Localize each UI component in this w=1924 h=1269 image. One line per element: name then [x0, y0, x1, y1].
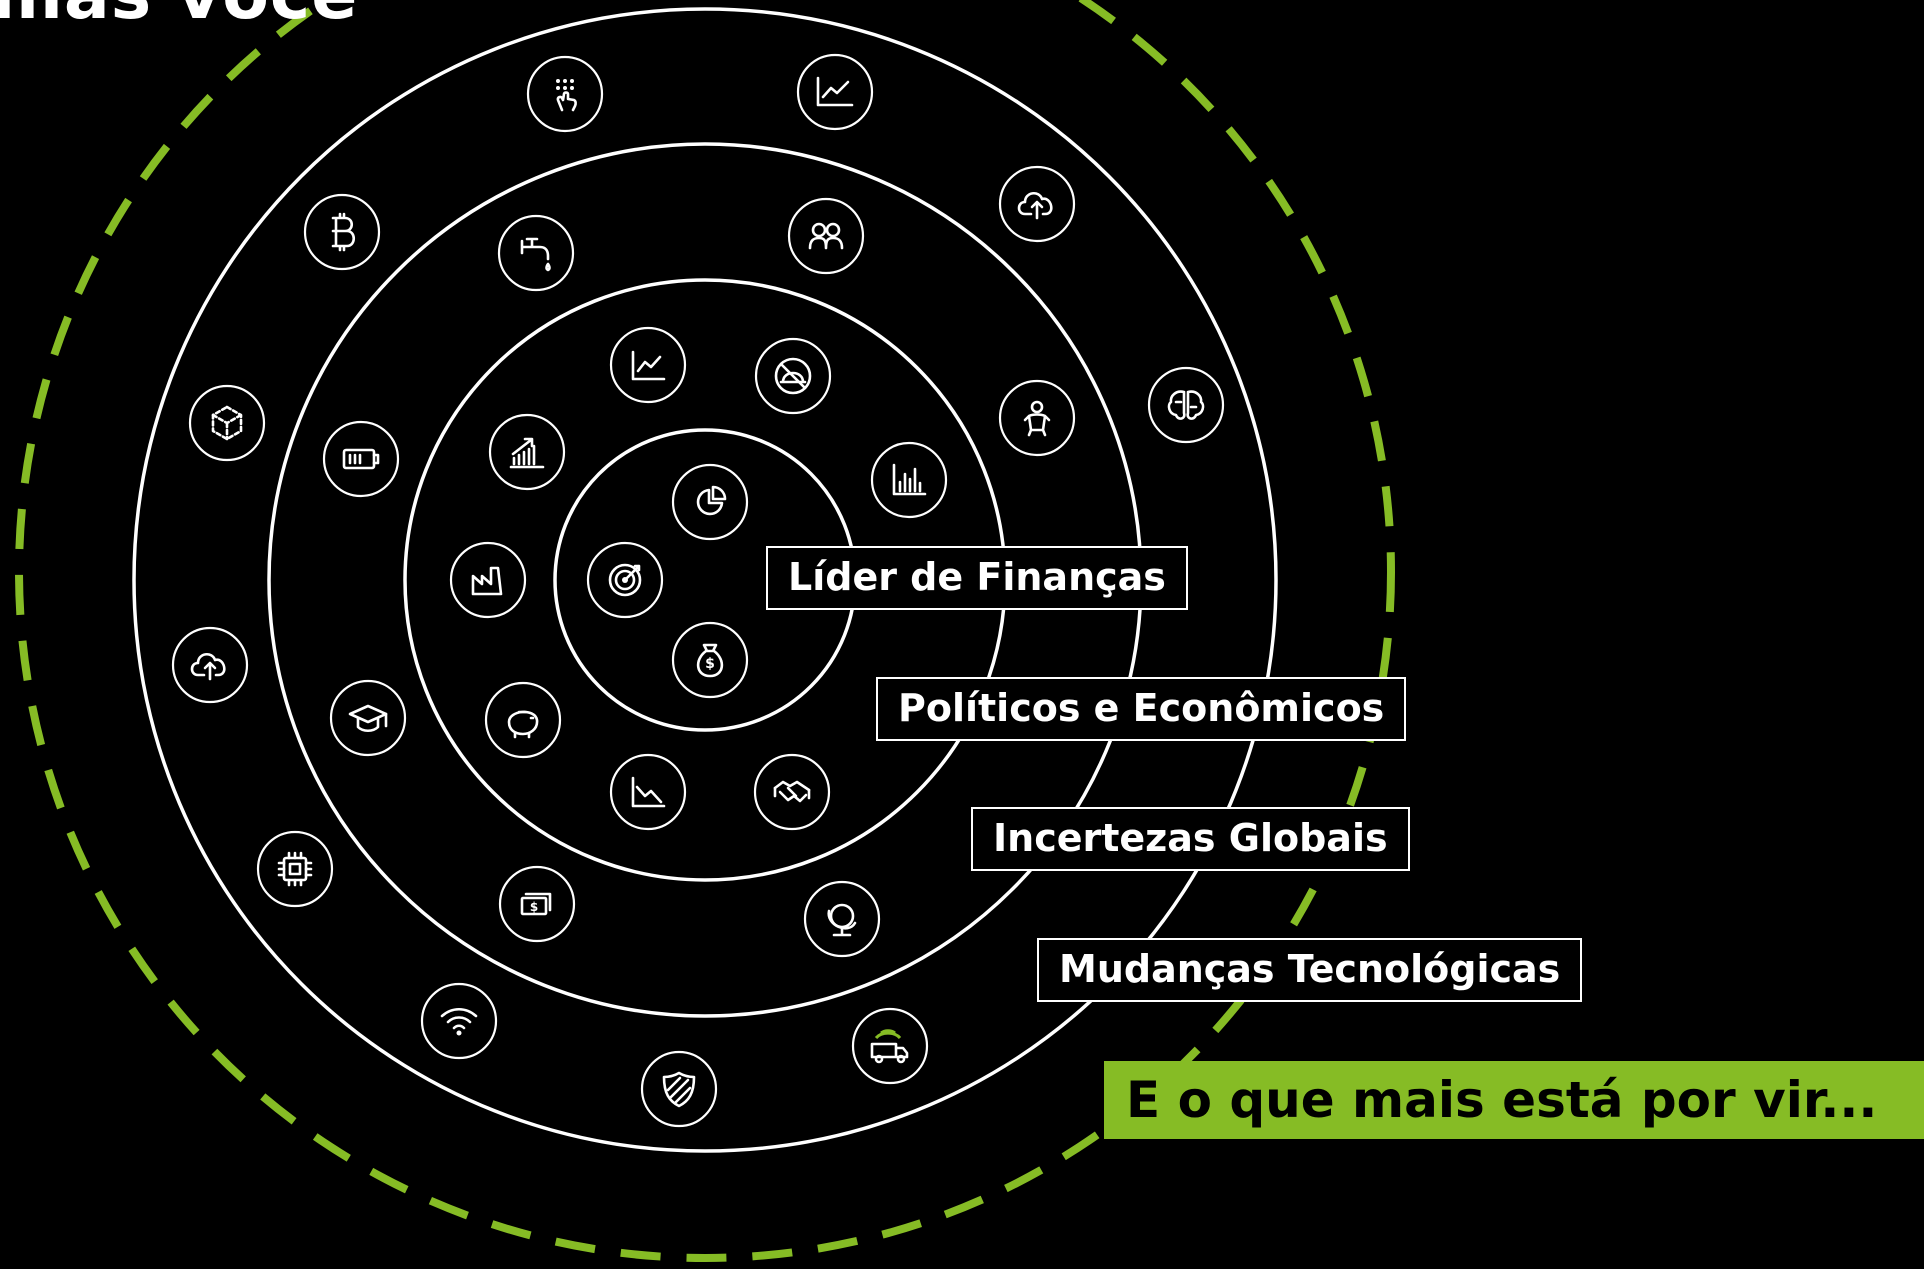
brain-icon	[1147, 366, 1225, 444]
bar-chart-icon	[870, 441, 948, 519]
label-politicos-economicos: Políticos e Econômicos	[876, 677, 1407, 741]
delivery-truck-icon	[851, 1007, 929, 1085]
cube-icon	[188, 384, 266, 462]
svg-text:$: $	[530, 900, 538, 914]
touch-keypad-icon	[526, 55, 604, 133]
community-icon	[787, 197, 865, 275]
wifi-icon	[420, 982, 498, 1060]
target-icon	[586, 541, 664, 619]
cloud-upload-icon	[171, 626, 249, 704]
factory-icon	[449, 541, 527, 619]
handshake-icon	[753, 753, 831, 831]
page-title: mas você	[0, 0, 358, 35]
shield-icon	[640, 1050, 718, 1128]
label-lider-financas: Líder de Finanças	[766, 546, 1188, 610]
graduation-cap-icon	[329, 679, 407, 757]
battery-icon	[322, 420, 400, 498]
cta-banner: E o que mais está por vir...	[1104, 1061, 1924, 1139]
bitcoin-icon	[303, 193, 381, 271]
pie-chart-icon	[671, 463, 749, 541]
baby-icon	[998, 379, 1076, 457]
money-bag-icon: $	[671, 621, 749, 699]
chip-icon	[256, 830, 334, 908]
dashed-outer-ring	[15, 0, 1395, 1262]
label-incertezas-globais: Incertezas Globais	[971, 807, 1410, 871]
growth-chart-icon	[488, 413, 566, 491]
decline-chart-icon	[609, 753, 687, 831]
cash-icon: $	[498, 865, 576, 943]
line-chart-icon	[609, 326, 687, 404]
label-mudancas-tecnologicas: Mudanças Tecnológicas	[1037, 938, 1583, 1002]
globe-icon	[803, 880, 881, 958]
trend-chart-icon	[796, 53, 874, 131]
ring-outer	[132, 7, 1278, 1153]
water-tap-icon	[497, 214, 575, 292]
cloud-upload-icon	[998, 165, 1076, 243]
svg-text:$: $	[705, 656, 715, 672]
piggy-bank-icon	[484, 681, 562, 759]
no-helmet-icon	[754, 337, 832, 415]
